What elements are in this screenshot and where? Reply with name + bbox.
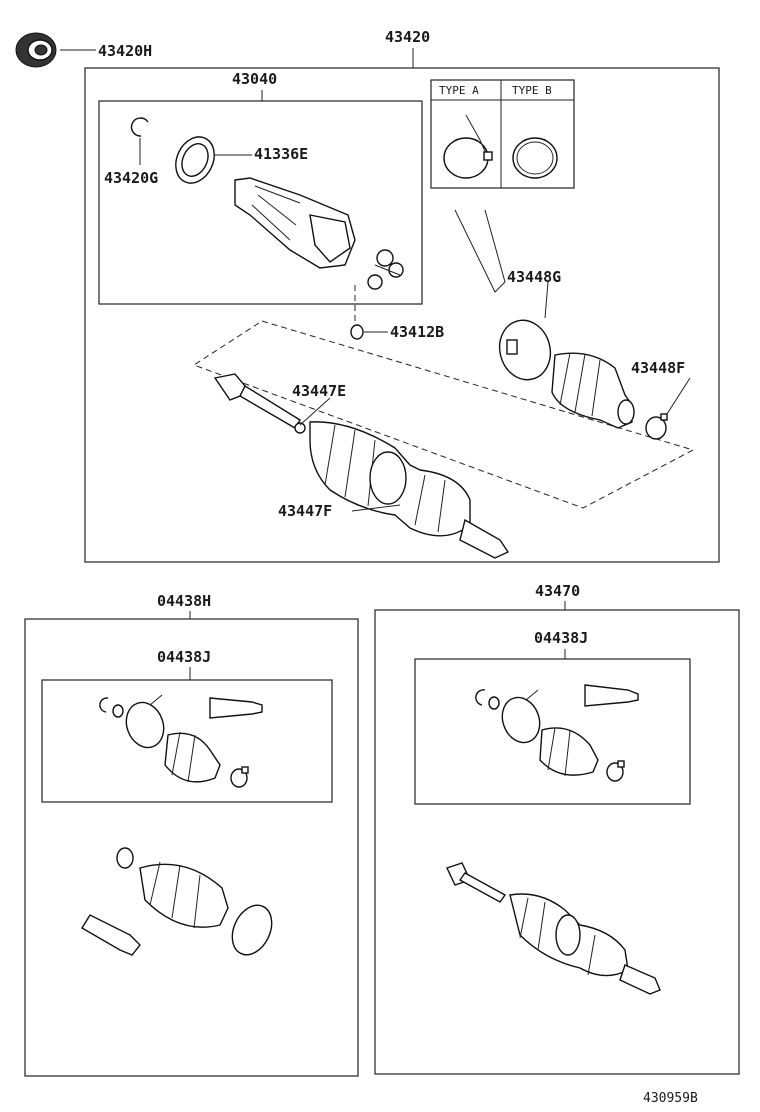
ring-41336e-part[interactable] [169,131,222,190]
kit-left-large-boot-part[interactable] [139,861,229,929]
kit-left-small-clamp-part[interactable] [230,766,249,788]
kit-right-snap-ring-part[interactable] [475,689,500,710]
clamp-type-a-part[interactable] [443,114,493,179]
assembly-43040-box [98,100,423,305]
kit-04438j-left-box [41,679,333,803]
kit-left-large-clamp-part[interactable] [225,899,280,961]
kit-left-snap-ring-part[interactable] [99,697,124,718]
label-43040: 43040 [232,70,277,88]
drawing-code: 430959B [643,1091,698,1106]
kit-04438h-box [24,618,359,1077]
kit-right-boot-part[interactable] [539,727,599,777]
label-41336e: 41336E [254,145,308,163]
kit-left-grease-part[interactable] [81,914,141,956]
label-43420: 43420 [385,28,430,46]
tripod-part[interactable] [367,249,404,290]
label-04438j-right: 04438J [534,629,588,647]
kit-left-loose-ring-part[interactable] [116,847,134,869]
label-type-b: TYPE B [512,84,552,97]
kit-right-small-clamp-part[interactable] [606,760,625,782]
drive-shaft-assembly-part[interactable] [213,373,510,559]
kit-right-drive-shaft-part[interactable] [446,862,661,995]
outboard-boot-part[interactable] [551,352,635,429]
clamp-43448f-part[interactable] [645,413,668,440]
clamp-43448g-part[interactable] [493,315,557,386]
kit-right-grease-tube-part[interactable] [584,684,639,707]
label-43470: 43470 [535,582,580,600]
kit-left-grease-tube-part[interactable] [209,697,263,719]
kit-left-clamp-part[interactable] [120,694,170,753]
label-43448g: 43448G [507,268,561,286]
shaft-group-outline [192,320,695,509]
label-43420h: 43420H [98,42,152,60]
assembly-43420-box [84,67,720,563]
kit-right-clamp-part[interactable] [496,689,546,748]
clamp-type-box [430,79,575,189]
label-43412b: 43412B [390,323,444,341]
label-43420g: 43420G [104,169,158,187]
clamp-type-b-part[interactable] [512,137,558,179]
kit-left-boot-part[interactable] [164,731,221,783]
label-04438h: 04438H [157,592,211,610]
label-43448f: 43448F [631,359,685,377]
label-43447f: 43447F [278,502,332,520]
type-arrow [454,209,506,293]
snap-ring-43412b-part[interactable] [350,324,364,340]
snap-ring-43420g-part[interactable] [130,117,149,137]
label-04438j-left: 04438J [157,648,211,666]
label-type-a: TYPE A [439,84,479,97]
kit-04438j-right-box [414,658,691,805]
kit-43470-box [374,609,740,1075]
seal-43420h-part[interactable] [15,32,57,68]
inboard-joint-housing-part[interactable] [234,177,356,269]
label-43447e: 43447E [292,382,346,400]
